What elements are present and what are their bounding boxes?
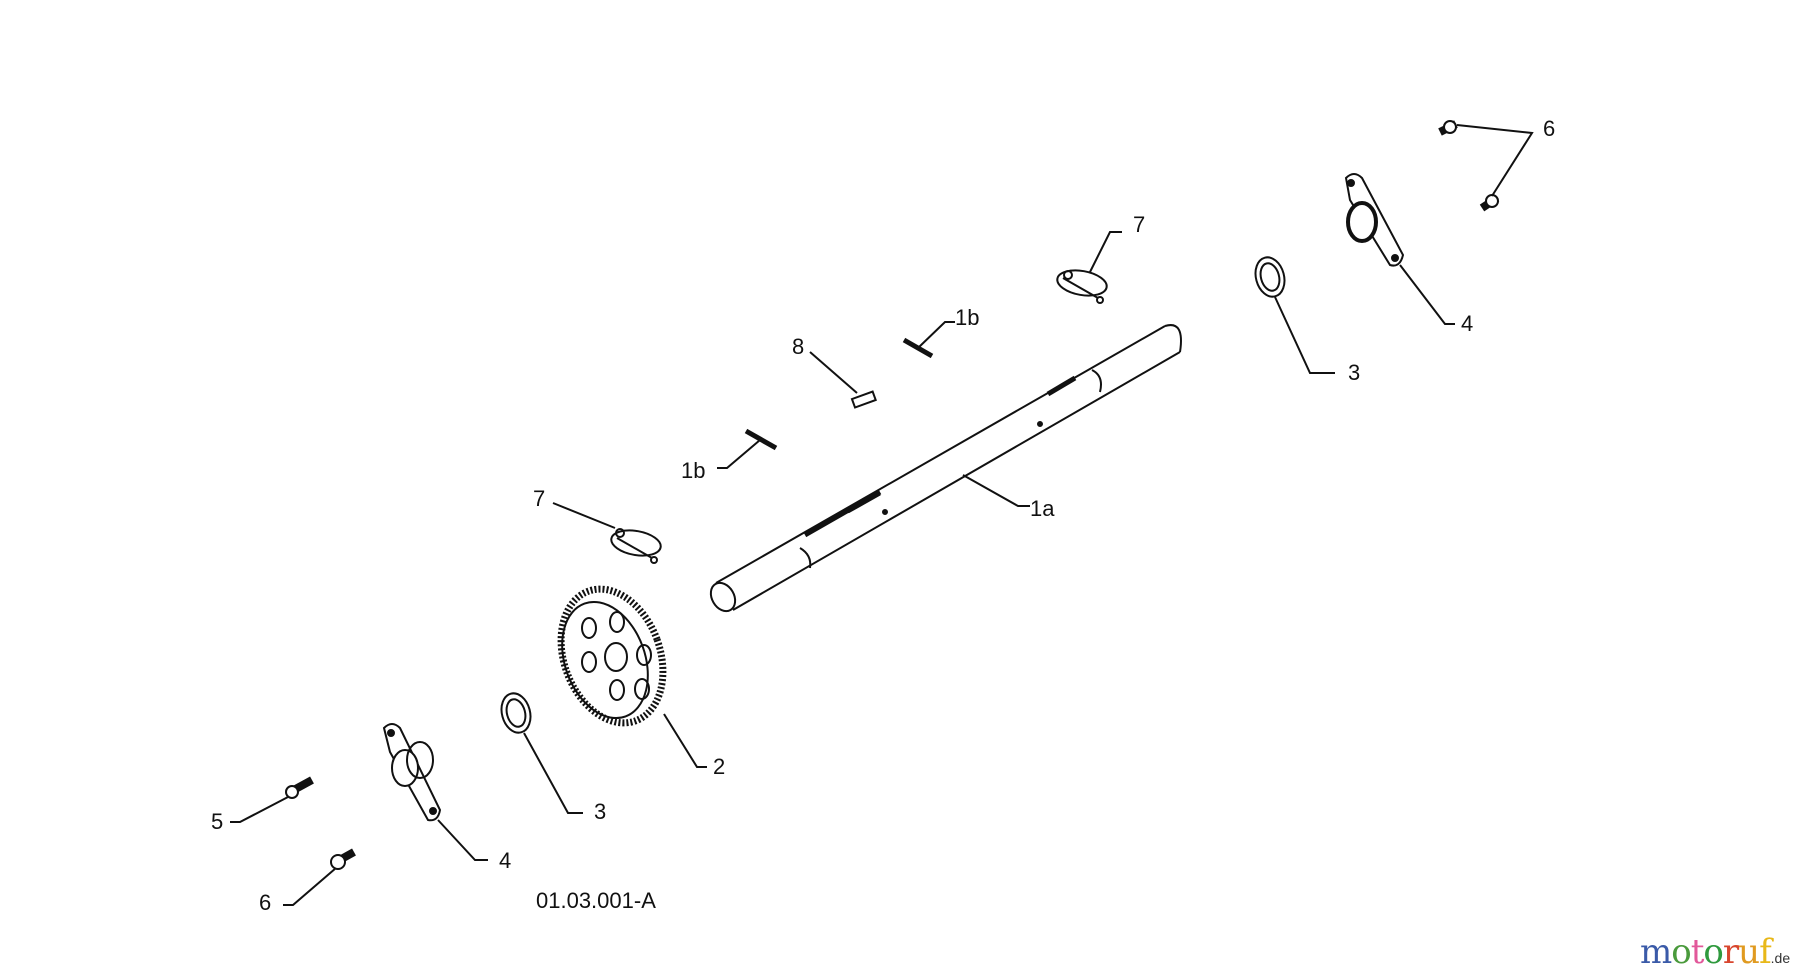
callout-3-right: 3: [1348, 360, 1361, 385]
callout-5: 5: [211, 809, 224, 834]
logo-tld: .de: [1770, 950, 1791, 966]
callout-4-bottom: 4: [499, 848, 512, 873]
callout-2: 2: [713, 754, 726, 779]
washer-part-3-bottom[interactable]: [497, 690, 534, 736]
callout-7-left: 7: [533, 486, 546, 511]
callout-1b-left: 1b: [681, 458, 706, 483]
logo-letter: r: [1722, 932, 1739, 972]
clip-part-7-left[interactable]: [609, 527, 662, 564]
logo-letter: m: [1640, 932, 1672, 972]
logo-letter: t: [1690, 932, 1705, 972]
bolt-part-6-top-b[interactable]: [1479, 194, 1500, 212]
bearing-plate-part-4-bottom[interactable]: [382, 723, 442, 822]
logo-letter: u: [1738, 932, 1760, 972]
callout-1a: 1a: [1030, 496, 1055, 521]
callout-7-top: 7: [1133, 212, 1146, 237]
gear-part-2[interactable]: [543, 575, 680, 738]
washer-part-3-right[interactable]: [1251, 254, 1288, 300]
bolt-part-6-top-a[interactable]: [1438, 120, 1458, 136]
shaft-part-1a[interactable]: [706, 324, 1182, 615]
drawing-number: 01.03.001-A: [536, 888, 656, 913]
logo-letter: f: [1759, 932, 1772, 972]
motoruf-watermark-logo: motoruf.de: [1640, 932, 1790, 972]
leader-1a: [962, 474, 1030, 507]
bolt-part-5[interactable]: [285, 776, 314, 799]
callout-4-top: 4: [1461, 311, 1474, 336]
logo-letter: o: [1671, 932, 1692, 972]
key-part-8[interactable]: [850, 390, 877, 409]
bolt-part-6-bottom[interactable]: [330, 848, 356, 870]
callout-6-top: 6: [1543, 116, 1556, 141]
callout-1b-top: 1b: [955, 305, 980, 330]
callout-3-bottom: 3: [594, 799, 607, 824]
pin-part-1b-left[interactable]: [744, 428, 778, 451]
callout-6-bottom: 6: [259, 890, 272, 915]
logo-letter: o: [1703, 932, 1724, 972]
callout-8: 8: [792, 334, 805, 359]
clip-part-7-top[interactable]: [1055, 267, 1108, 304]
bearing-plate-part-4-top[interactable]: [1344, 173, 1405, 267]
